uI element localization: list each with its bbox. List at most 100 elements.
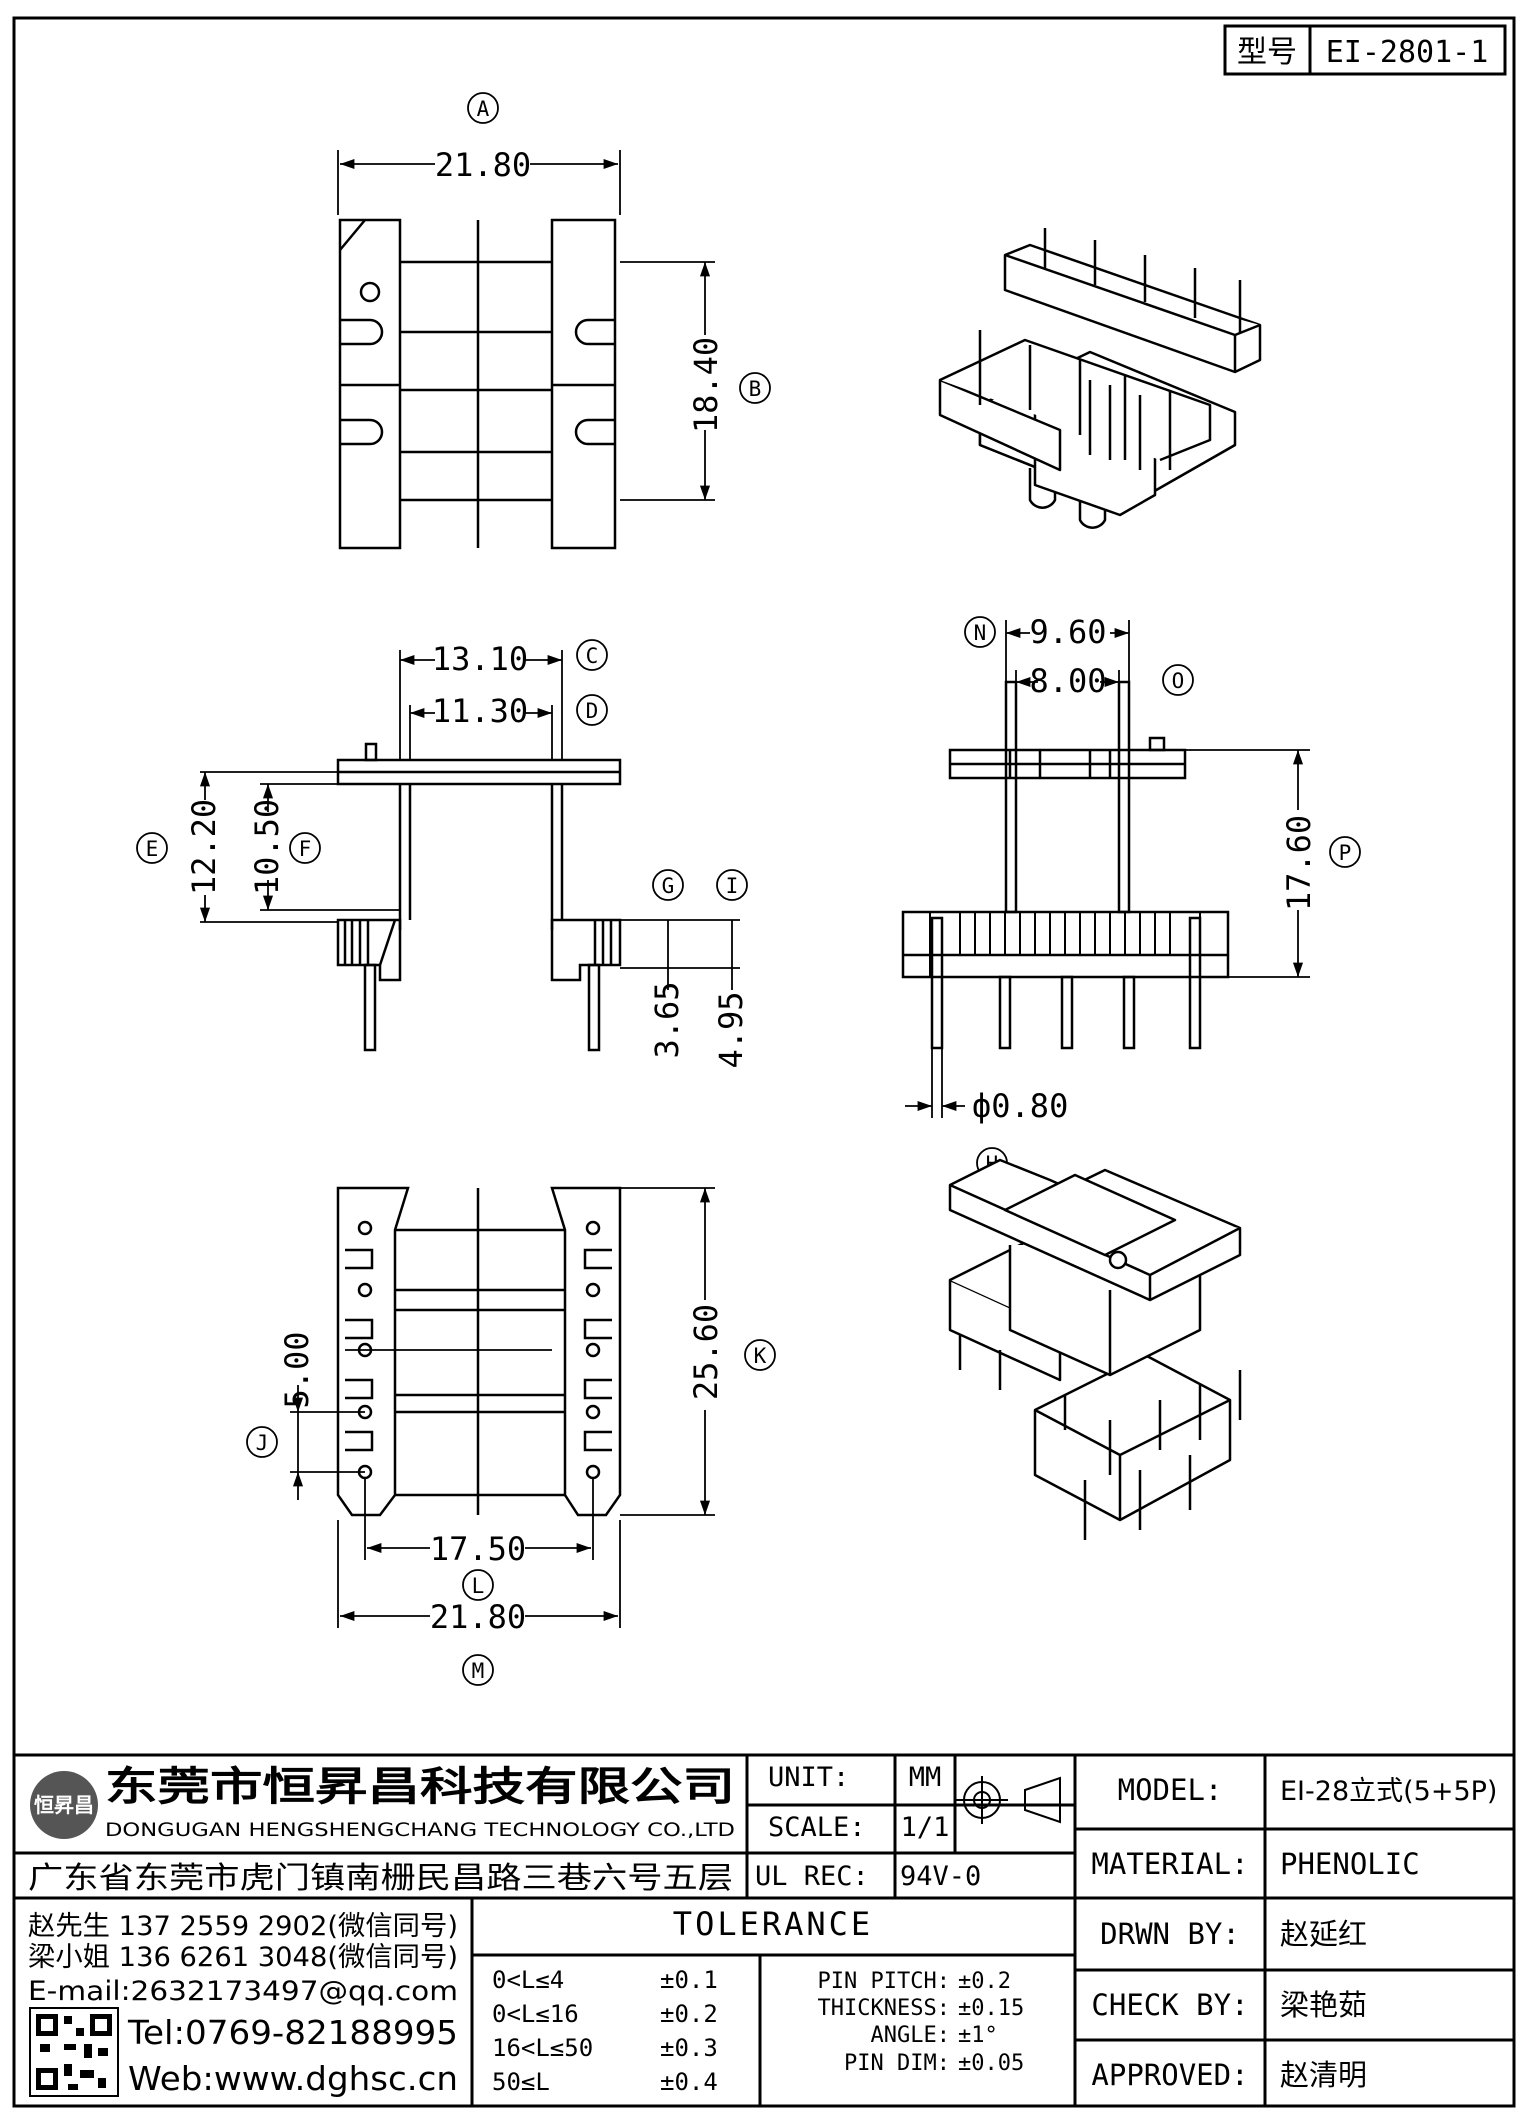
svg-text:G: G [662,874,675,898]
side-view [901,620,1310,1118]
unit-value: MM [909,1762,942,1793]
company-address: 广东省东莞市虎门镇南栅民昌路三巷六号五层 [28,1861,733,1896]
svg-text:J: J [256,1431,269,1455]
dim-top-width: 21.80 [435,146,531,184]
tol-extra-value-2: ±0.15 [958,1996,1024,2021]
scale-label: SCALE: [768,1812,866,1843]
tol-range-1: 0<L≤4 [492,1966,564,1994]
scale-value: 1/1 [901,1812,950,1843]
sheet-border [12,16,1516,2108]
contact-2: 梁小姐 136 6261 3048(微信同号) [28,1942,458,1973]
tol-extra-label-2: THICKNESS: [818,1996,950,2021]
svg-text:F: F [299,837,312,861]
ulrec-value: 94V-0 [900,1861,981,1892]
isometric-view-bottom [948,1158,1242,1540]
check-label: CHECK BY: [1091,1988,1248,2022]
ref-l: L [462,1569,494,1601]
ulrec-label: UL REC: [755,1861,869,1892]
ref-k: K [744,1339,776,1371]
tol-range-3: 16<L≤50 [492,2034,593,2062]
dim-p: 17.60 [1280,815,1318,911]
qr-code [29,2007,119,2097]
tol-range-2: 0<L≤16 [492,2000,579,2028]
unit-label: UNIT: [768,1762,849,1793]
model-box-label: 型号 [1237,35,1297,70]
dim-f: 10.50 [248,799,286,895]
dim-m: 21.80 [430,1598,526,1636]
svg-text:D: D [586,699,599,723]
dim-g: 3.65 [648,981,686,1058]
svg-text:K: K [754,1344,767,1368]
dim-k: 25.60 [687,1304,725,1400]
bottom-view [290,1186,715,1628]
dim-j: 5.00 [278,1331,316,1408]
ref-i: I [716,869,748,901]
tol-extra-value-1: ±0.2 [958,1969,1011,1994]
approved-label: APPROVED: [1091,2058,1248,2092]
svg-text:B: B [749,377,762,401]
dim-h: ф0.80 [972,1087,1068,1125]
svg-text:O: O [1172,669,1185,693]
ref-a: A [467,92,499,124]
svg-text:N: N [974,621,987,645]
model-number-box: 型号 EI-2801-1 [1223,24,1507,76]
dim-top-height: 18.40 [687,337,725,433]
top-view [337,150,715,550]
dim-d: 11.30 [432,692,528,730]
dim-e: 12.20 [185,799,223,895]
dim-l: 17.50 [430,1530,526,1568]
projection-symbol [956,1776,1061,1824]
tol-value-2: ±0.2 [660,2000,718,2028]
drwn-value: 赵延红 [1280,1917,1367,1951]
svg-text:C: C [586,644,599,668]
ref-n: N [964,616,996,648]
material-label: MATERIAL: [1091,1847,1248,1881]
isometric-view-top [938,228,1262,529]
ref-m: M [462,1654,494,1686]
title-block [14,1753,1514,2106]
tol-extra-label-3: ANGLE: [871,2023,950,2048]
ref-f: F [289,832,321,864]
tol-range-4: 50≤L [492,2068,550,2096]
dim-i: 4.95 [712,991,750,1068]
ref-o: O [1162,664,1194,696]
ref-c: C [576,639,608,671]
svg-text:P: P [1339,841,1352,865]
drwn-label: DRWN BY: [1100,1917,1240,1951]
ref-p: P [1329,836,1361,868]
svg-text:L: L [472,1574,485,1598]
ref-j: J [246,1426,278,1458]
company-name-en: DONGUGAN HENGSHENGCHANG TECHNOLOGY CO.,L… [105,1819,735,1841]
contact-web: Web:www.dghsc.cn [128,2059,458,2098]
tol-value-3: ±0.3 [660,2034,718,2062]
svg-text:M: M [472,1659,485,1683]
ref-e: E [136,832,168,864]
tol-extra-label-1: PIN PITCH: [818,1969,950,1994]
check-value: 梁艳茹 [1280,1988,1367,2022]
tolerance-title: TOLERANCE [673,1905,873,1943]
approved-value: 赵清明 [1280,2058,1367,2092]
ref-g: G [652,869,684,901]
svg-text:E: E [146,837,159,861]
contact-1: 赵先生 137 2559 2902(微信同号) [28,1911,458,1942]
model-box-value: EI-2801-1 [1326,35,1489,70]
contact-email: E-mail:2632173497@qq.com [28,1976,458,2007]
tol-extra-value-4: ±0.05 [958,2051,1024,2076]
company-logo: 恒昇昌 [30,1771,98,1839]
tol-value-1: ±0.1 [660,1966,718,1994]
tol-extra-label-4: PIN DIM: [844,2051,950,2076]
ref-d: D [576,694,608,726]
company-name-cn: 东莞市恒昇昌科技有限公司 [105,1764,735,1810]
model-value: EI-28立式(5+5P) [1280,1776,1497,1807]
contact-tel: Tel:0769-82188995 [127,2013,458,2052]
dim-o: 8.00 [1029,662,1106,700]
svg-text:I: I [726,874,739,898]
material-value: PHENOLIC [1280,1847,1420,1881]
tol-value-4: ±0.4 [660,2068,718,2096]
model-label: MODEL: [1118,1773,1223,1807]
svg-text:恒昇昌: 恒昇昌 [34,1793,94,1817]
dim-n: 9.60 [1029,613,1106,651]
tol-extra-value-3: ±1° [958,2023,998,2048]
dim-c: 13.10 [432,640,528,678]
